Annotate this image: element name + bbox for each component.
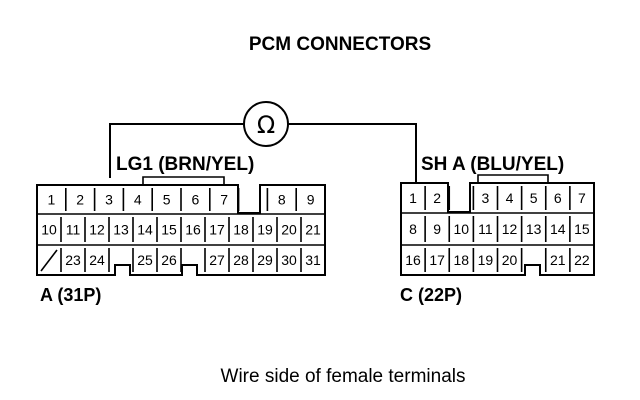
pin-number: 7 bbox=[578, 190, 586, 206]
blank-pin-slash bbox=[40, 249, 58, 272]
right-probe-wire bbox=[288, 123, 417, 183]
pin-number: 17 bbox=[209, 222, 225, 238]
diagram-caption: Wire side of female terminals bbox=[221, 366, 466, 387]
pin-number: 14 bbox=[137, 222, 153, 238]
pin-number: 16 bbox=[185, 222, 201, 238]
pin-number: 12 bbox=[502, 221, 518, 237]
connector-c-label: C (22P) bbox=[400, 285, 462, 305]
pin-number: 2 bbox=[76, 192, 84, 208]
pin-number: 3 bbox=[482, 190, 490, 206]
connector-c-outline bbox=[400, 182, 595, 276]
pin-number: 11 bbox=[478, 221, 493, 237]
pin-number: 14 bbox=[550, 221, 566, 237]
pin-number: 10 bbox=[41, 222, 57, 238]
pin-number: 4 bbox=[134, 192, 142, 208]
pin-number: 8 bbox=[409, 221, 417, 237]
pin-number: 20 bbox=[502, 252, 518, 268]
pin-number: 6 bbox=[192, 192, 200, 208]
diagram-title: PCM CONNECTORS bbox=[249, 34, 431, 55]
connector-c-lock-tab bbox=[477, 174, 549, 183]
pin-number: 9 bbox=[433, 221, 441, 237]
pin-number: 17 bbox=[429, 252, 445, 268]
ohm-symbol: Ω bbox=[257, 111, 275, 139]
pin-number: 10 bbox=[454, 221, 470, 237]
pin-number: 21 bbox=[305, 222, 321, 238]
pin-number: 28 bbox=[233, 252, 249, 268]
pin-number: 18 bbox=[233, 222, 249, 238]
pin-number: 27 bbox=[209, 252, 225, 268]
pin-number: 23 bbox=[65, 252, 81, 268]
probe-left-label: LG1 (BRN/YEL) bbox=[116, 154, 254, 175]
pin-number: 12 bbox=[89, 222, 105, 238]
pin-number: 15 bbox=[161, 222, 177, 238]
pin-number: 19 bbox=[257, 222, 273, 238]
pin-number: 3 bbox=[105, 192, 113, 208]
pin-number: 9 bbox=[307, 192, 315, 208]
pin-number: 26 bbox=[161, 252, 177, 268]
left-probe-wire bbox=[109, 123, 244, 178]
connector-a-label: A (31P) bbox=[40, 285, 101, 305]
pin-number: 11 bbox=[66, 222, 81, 238]
pin-number: 21 bbox=[550, 252, 566, 268]
pin-number: 8 bbox=[278, 192, 286, 208]
pin-number: 24 bbox=[89, 252, 105, 268]
pin-number: 5 bbox=[530, 190, 538, 206]
pin-number: 22 bbox=[574, 252, 590, 268]
pin-number: 6 bbox=[554, 190, 562, 206]
pin-number: 29 bbox=[257, 252, 273, 268]
pin-number: 4 bbox=[506, 190, 514, 206]
pin-number: 30 bbox=[281, 252, 297, 268]
pin-number: 5 bbox=[163, 192, 171, 208]
connector-a-outline bbox=[36, 184, 326, 276]
pin-number: 1 bbox=[48, 192, 56, 208]
connector-a-lock-tab bbox=[142, 176, 225, 185]
pin-number: 19 bbox=[478, 252, 494, 268]
pin-number: 7 bbox=[220, 192, 228, 208]
pin-number: 25 bbox=[137, 252, 153, 268]
pin-number: 18 bbox=[454, 252, 470, 268]
pin-number: 2 bbox=[433, 190, 441, 206]
pin-number: 1 bbox=[409, 190, 417, 206]
pin-number: 13 bbox=[113, 222, 129, 238]
pin-number: 16 bbox=[405, 252, 421, 268]
pin-number: 20 bbox=[281, 222, 297, 238]
pin-number: 13 bbox=[526, 221, 542, 237]
probe-right-label: SH A (BLU/YEL) bbox=[421, 154, 564, 175]
pin-number: 31 bbox=[305, 252, 321, 268]
pin-number: 15 bbox=[574, 221, 590, 237]
ohmmeter-icon: Ω bbox=[243, 101, 289, 147]
